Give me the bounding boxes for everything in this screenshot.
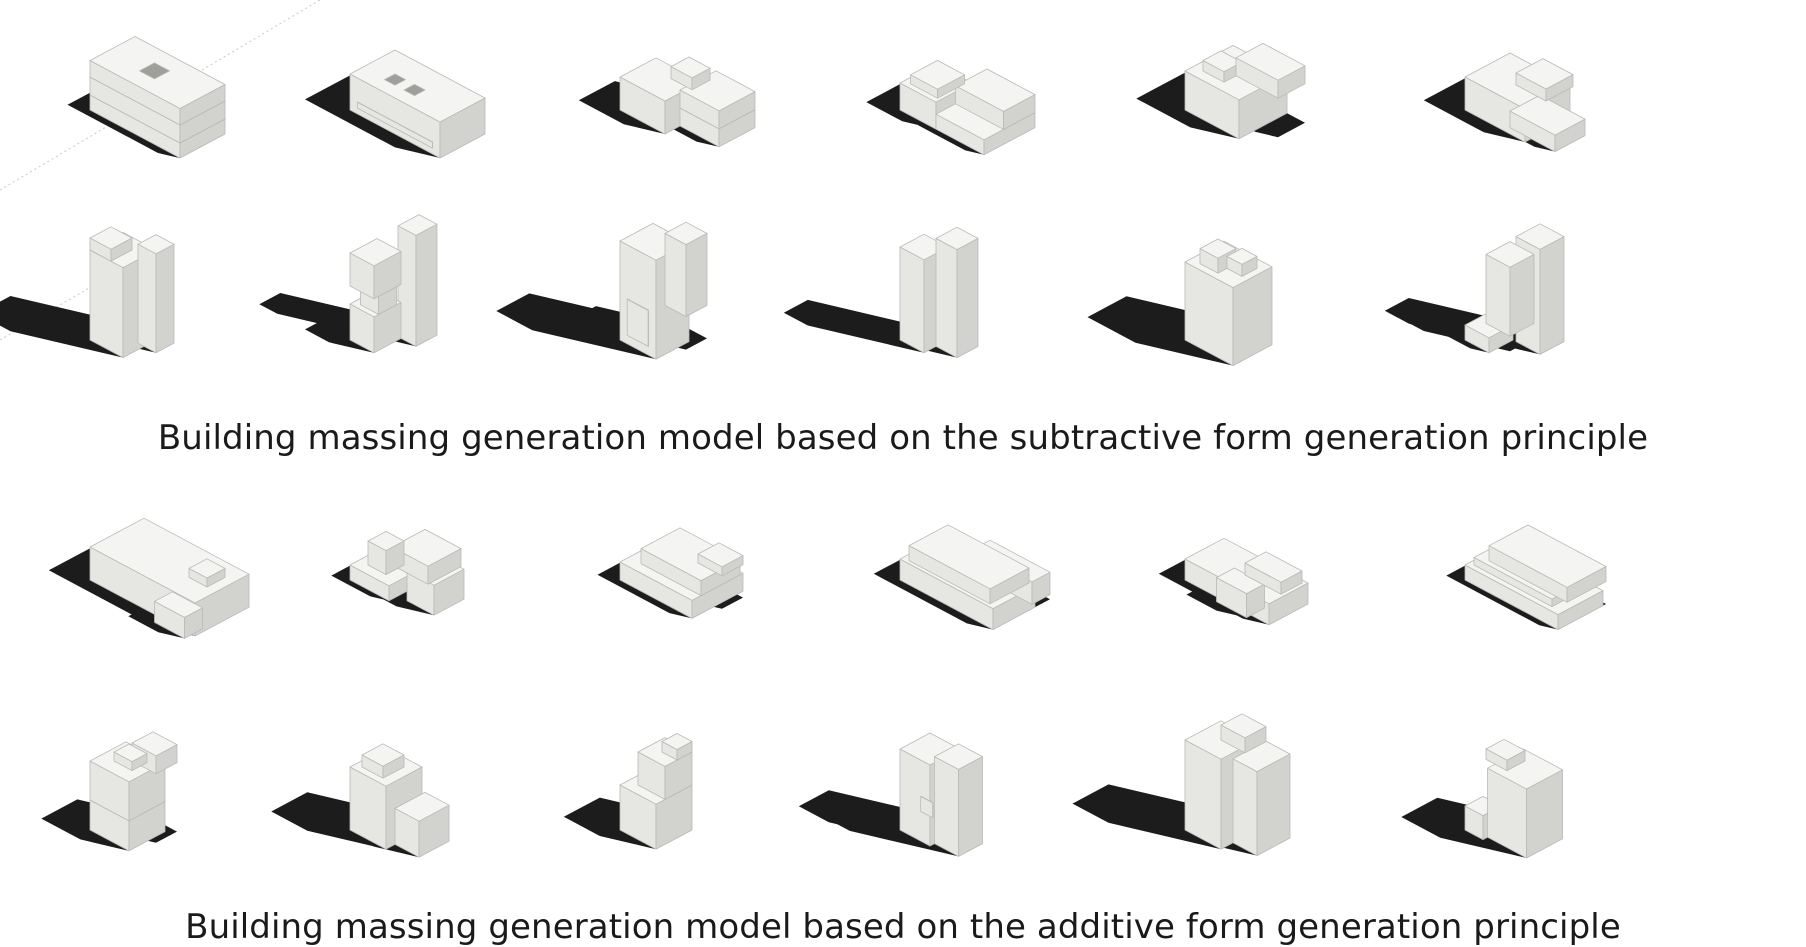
subtractive-row2-model-1 (0, 227, 174, 358)
subtractive-row1-model-5 (1136, 43, 1305, 138)
additive-row2-model-5 (1073, 714, 1291, 856)
additive-row2-model-6 (1401, 739, 1562, 858)
subtractive-row1-model-3 (579, 57, 755, 147)
additive-row1-model-5 (1159, 538, 1308, 625)
caption-additive: Building massing generation model based … (0, 907, 1806, 947)
subtractive-row2-model-4 (784, 227, 978, 357)
additive-row1-model-1 (49, 518, 249, 638)
additive-row2-model-2 (271, 744, 449, 857)
subtractive-row2-model-3 (496, 222, 707, 359)
caption-subtractive: Building massing generation model based … (0, 418, 1806, 458)
subtractive-row1-model-1 (68, 37, 226, 159)
additive-row1-model-6 (1446, 525, 1606, 630)
additive-row1-model-4 (874, 525, 1050, 630)
subtractive-row1-model-6 (1424, 53, 1585, 152)
subtractive-row1-model-4 (866, 60, 1035, 154)
subtractive-row2-model-2 (259, 215, 437, 353)
subtractive-row1-model-2 (305, 50, 485, 158)
additive-row2-model-3 (564, 734, 692, 850)
subtractive-row2-model-6 (1385, 224, 1564, 355)
additive-row2-model-4 (799, 733, 983, 856)
subtractive-row2-model-5 (1088, 239, 1273, 366)
additive-row1-model-2 (331, 529, 464, 615)
additive-row2-model-1 (41, 732, 177, 851)
additive-row1-model-3 (598, 528, 744, 619)
